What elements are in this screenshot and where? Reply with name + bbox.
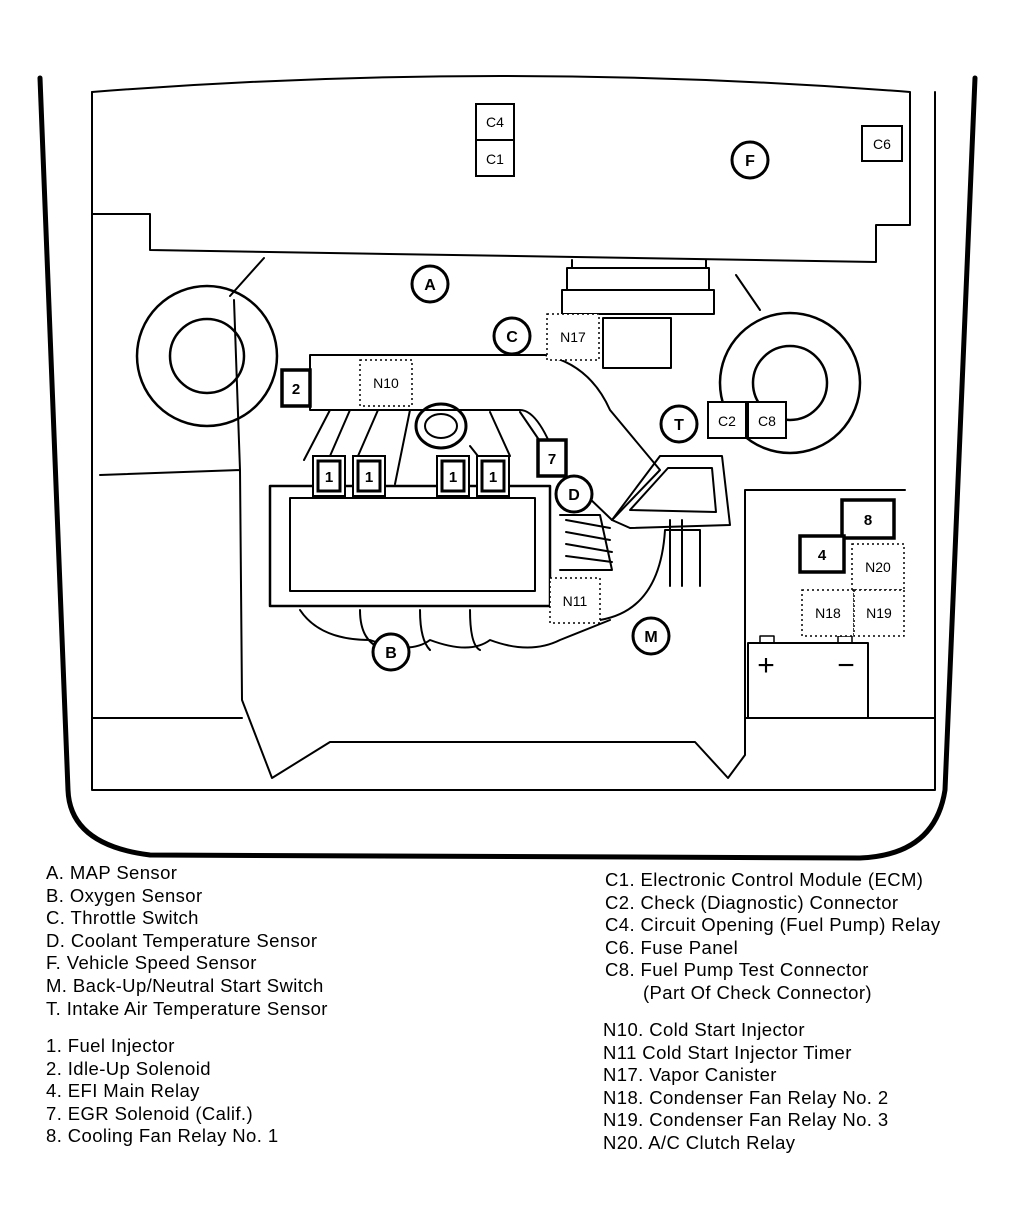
legend-item: D. Coolant Temperature Sensor (46, 929, 318, 951)
legend-item: 8. Cooling Fan Relay No. 1 (46, 1125, 279, 1147)
legend-item: N18. Condenser Fan Relay No. 2 (603, 1086, 889, 1108)
engine-compartment-diagram: + − C4 C1 C6 C2 C8 N17 N10 N11 N20 N18 N… (37, 75, 978, 861)
engine-block-outer (268, 484, 552, 608)
box-c8: C8 (758, 413, 776, 429)
callout-b: B (385, 645, 397, 662)
legend-item: N20. A/C Clutch Relay (603, 1131, 796, 1153)
fuel-rail (309, 354, 661, 521)
legend-item: N10. Cold Start Injector (603, 1019, 805, 1040)
battery-plus-label: + (757, 649, 775, 682)
callout-d: D (568, 487, 580, 504)
legend-item: N17. Vapor Canister (603, 1064, 777, 1086)
transaxle (599, 519, 701, 621)
legend-item: N19. Condenser Fan Relay No. 3 (603, 1109, 889, 1131)
air-cleaner-top (566, 267, 710, 291)
legend-item: 4. EFI Main Relay (46, 1080, 200, 1102)
right-strut-inner (751, 344, 829, 422)
box-n10: N10 (373, 375, 399, 391)
legend-item: C6. Fuse Panel (605, 936, 739, 958)
box-2: 2 (292, 381, 300, 398)
callout-m: M (644, 629, 657, 646)
box-c4: C4 (486, 114, 504, 130)
box-n18: N18 (815, 605, 841, 621)
injector-1a: 1 (325, 469, 333, 486)
engine-bay (99, 257, 906, 779)
legend-item: C8. Fuel Pump Test Connector (605, 959, 869, 981)
box-n19: N19 (866, 605, 892, 621)
box-n11: N11 (563, 593, 588, 609)
callout-t: T (674, 417, 684, 434)
injector-1d: 1 (489, 469, 497, 486)
legend-item: T. Intake Air Temperature Sensor (46, 997, 328, 1019)
legend-item: A. MAP Sensor (46, 862, 178, 883)
legend-sensors: A. MAP Sensor B. Oxygen Sensor C. Thrott… (46, 862, 328, 1020)
box-c6: C6 (873, 136, 891, 152)
box-c2: C2 (718, 413, 736, 429)
legend-item: C. Throttle Switch (46, 907, 199, 929)
callout-c: C (506, 329, 518, 346)
exhaust-manifold (299, 609, 611, 651)
legend-connectors: C1. Electronic Control Module (ECM) C2. … (605, 869, 941, 1005)
cowl (91, 75, 911, 263)
box-n17: N17 (560, 329, 586, 345)
body-inner-line (91, 91, 936, 791)
legend-item: F. Vehicle Speed Sensor (46, 952, 257, 974)
right-strut-outer (718, 311, 862, 455)
legend-item: C1. Electronic Control Module (ECM) (605, 869, 924, 890)
callout-f: F (745, 153, 755, 170)
injector-1c: 1 (449, 469, 457, 486)
legend-item: N11 Cold Start Injector Timer (603, 1041, 852, 1063)
body-outline (37, 75, 978, 861)
legend-item: M. Back-Up/Neutral Start Switch (46, 974, 324, 996)
legend-item: 2. Idle-Up Solenoid (46, 1057, 211, 1079)
box-7: 7 (548, 451, 556, 468)
legend-item: 7. EGR Solenoid (Calif.) (46, 1102, 254, 1124)
box-4: 4 (818, 547, 827, 564)
left-strut-inner (168, 317, 246, 395)
box-8: 8 (864, 512, 872, 529)
callout-a: A (424, 277, 436, 294)
legend-item: C4. Circuit Opening (Fuel Pump) Relay (605, 914, 941, 936)
legend-item: B. Oxygen Sensor (46, 884, 203, 906)
box-n20: N20 (865, 559, 891, 575)
battery-minus-label: − (837, 649, 855, 682)
injector-1b: 1 (365, 469, 373, 486)
box-c1: C1 (486, 151, 504, 167)
connector-plug (559, 514, 613, 571)
legend-item: C2. Check (Diagnostic) Connector (605, 891, 899, 913)
engine-block-inner (289, 497, 536, 592)
legend-item: (Part Of Check Connector) (643, 981, 872, 1003)
left-strut-outer (135, 284, 279, 428)
legend-item: 1. Fuel Injector (46, 1035, 175, 1056)
air-intake (611, 455, 731, 529)
legend-numbered: 1. Fuel Injector 2. Idle-Up Solenoid 4. … (46, 1035, 279, 1148)
legend-nodes: N10. Cold Start Injector N11 Cold Start … (603, 1019, 889, 1155)
air-cleaner-body (602, 317, 672, 369)
battery (747, 642, 869, 719)
oil-filler-cap (414, 402, 468, 450)
